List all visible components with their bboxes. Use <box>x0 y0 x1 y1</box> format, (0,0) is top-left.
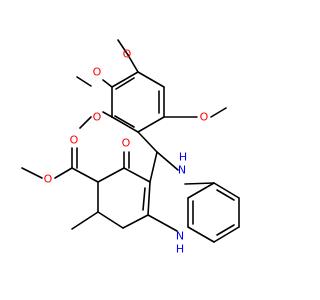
bond <box>111 71 139 88</box>
atom-label-oxygen: O <box>44 173 53 186</box>
bonds <box>21 39 240 243</box>
atom-label-oxygen: O <box>93 66 102 79</box>
bond <box>97 211 124 229</box>
bond <box>137 71 165 88</box>
bond <box>21 167 43 179</box>
atom-labels: O O O O O O O H N N H <box>44 48 209 256</box>
bond <box>187 182 215 199</box>
atom-label-nitrogen-h: H <box>179 151 187 164</box>
bond <box>117 39 129 56</box>
bond <box>71 167 99 183</box>
bond <box>156 151 179 171</box>
bond <box>187 226 215 243</box>
bond <box>216 189 235 201</box>
atom-label-oxygen: O <box>70 134 79 147</box>
bond <box>123 167 151 183</box>
bond <box>76 76 92 87</box>
chemical-structure-diagram: O O O O O O O H N N H <box>21 39 240 256</box>
bond <box>210 107 227 118</box>
bond <box>111 116 139 133</box>
bond <box>127 54 139 73</box>
atom-label-nitrogen: N <box>176 230 184 243</box>
bond <box>216 224 235 236</box>
bond <box>184 182 215 185</box>
atom-label-oxygen: O <box>200 111 209 124</box>
bond <box>142 187 146 211</box>
bond <box>102 111 113 118</box>
bond <box>102 79 113 88</box>
bond <box>97 167 125 183</box>
bond <box>149 151 158 183</box>
bond <box>122 214 149 229</box>
atom-label-nitrogen-h: H <box>176 243 184 256</box>
bond <box>213 226 240 243</box>
bond <box>147 214 178 232</box>
bond <box>137 116 165 133</box>
bond <box>213 182 240 199</box>
bond <box>137 131 158 153</box>
bond <box>71 211 99 230</box>
bond <box>147 181 151 216</box>
atom-label-oxygen: O <box>123 48 132 61</box>
molecule-drawing: O O O O O O O H N N H <box>21 39 240 256</box>
atom-label-nitrogen: N <box>178 164 186 177</box>
bond <box>114 115 135 128</box>
atom-label-oxygen: O <box>93 111 102 124</box>
bond <box>115 77 135 90</box>
bond <box>79 116 92 129</box>
atom-label-oxygen: O <box>122 137 131 150</box>
bond <box>54 167 73 179</box>
